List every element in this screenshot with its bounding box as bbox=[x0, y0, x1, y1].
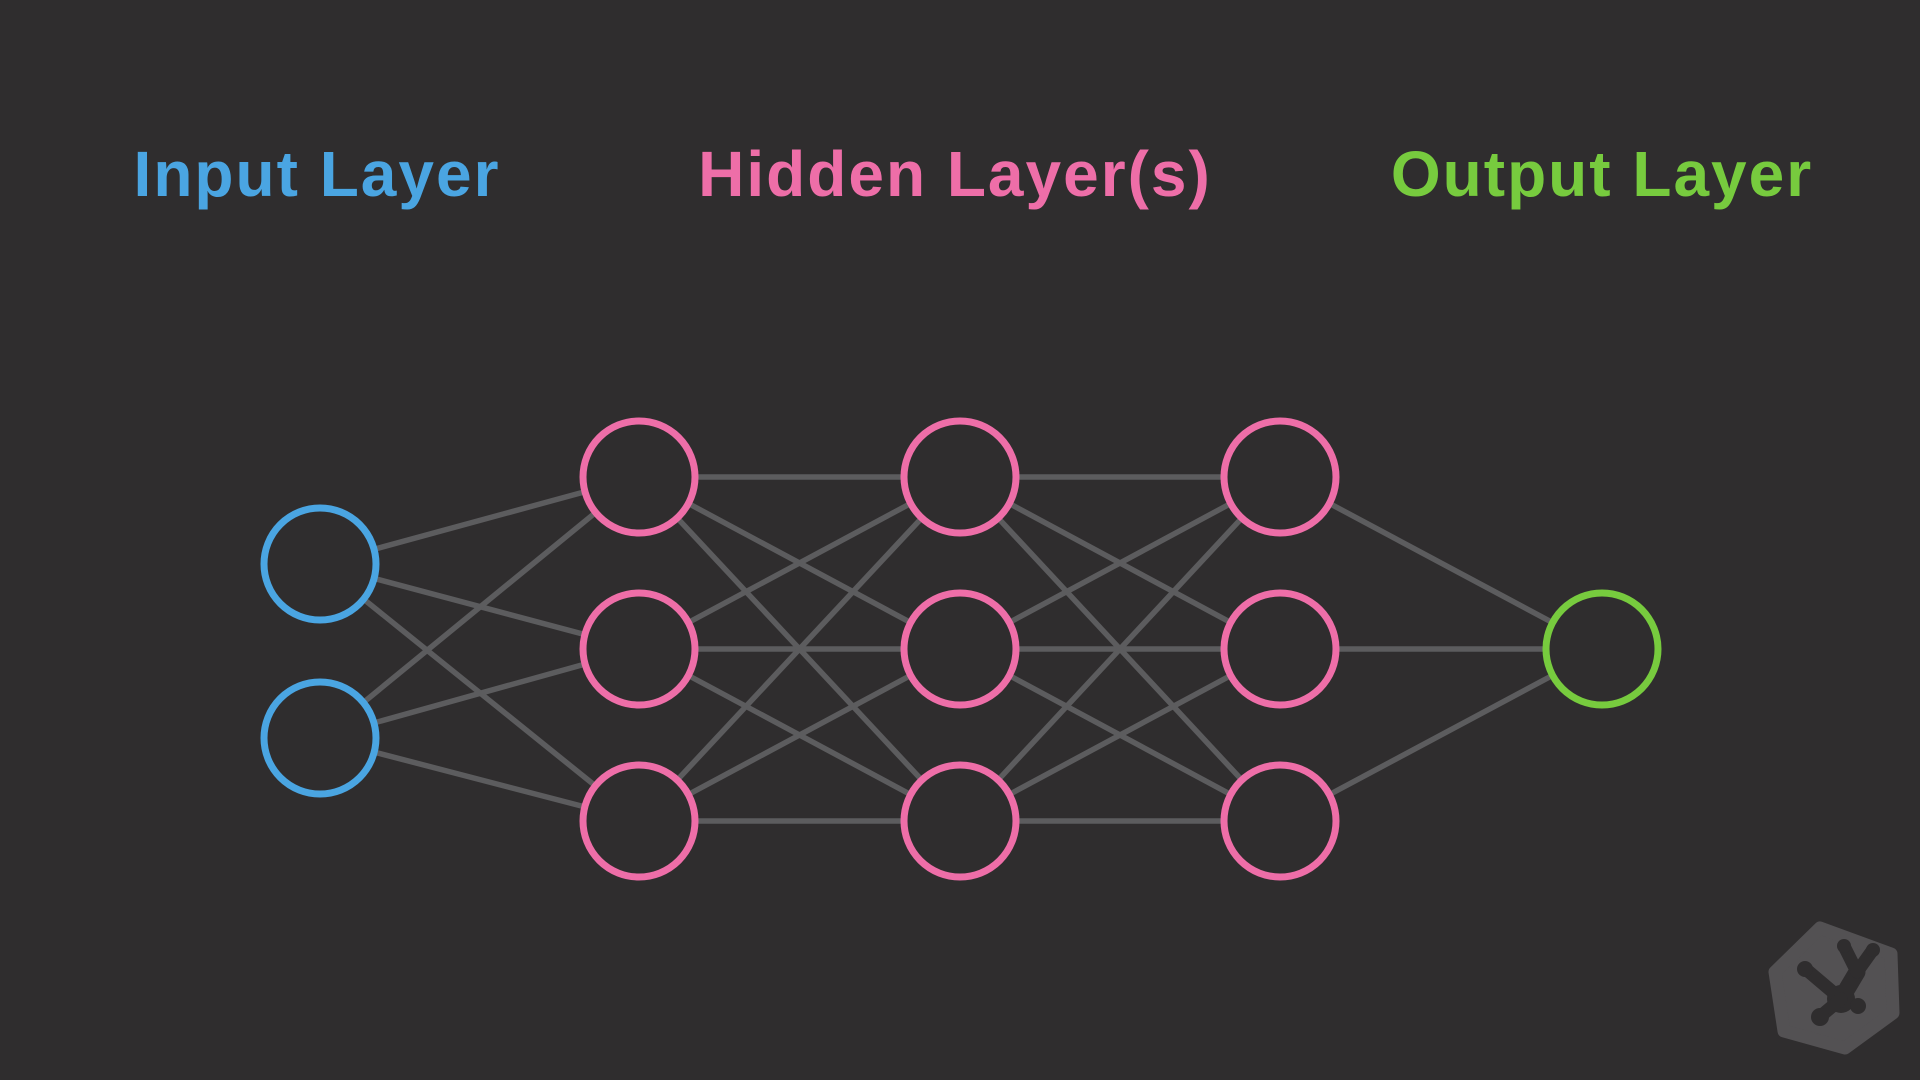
edge-line bbox=[1278, 474, 1604, 652]
hidden-3-neuron-node bbox=[1220, 417, 1340, 537]
hidden-1-neuron-node bbox=[579, 589, 699, 709]
input-neuron-node bbox=[260, 504, 380, 624]
edge-line bbox=[637, 474, 962, 652]
output-layer-label: Output Layer bbox=[1390, 138, 1814, 210]
frog-foot-icon bbox=[1797, 939, 1880, 1026]
hidden-2-neuron-node bbox=[900, 761, 1020, 881]
edge-line bbox=[957, 475, 1283, 823]
edge-line bbox=[636, 475, 963, 823]
hidden-layer-label: Hidden Layer(s) bbox=[698, 138, 1212, 210]
edge-line bbox=[318, 474, 641, 741]
output-neuron-node bbox=[1542, 589, 1662, 709]
edge-line bbox=[637, 646, 962, 824]
input-layer-label: Input Layer bbox=[133, 138, 501, 210]
input-neuron-node bbox=[260, 678, 380, 798]
hidden-2-neuron-node bbox=[900, 589, 1020, 709]
hidden-3-neuron-node bbox=[1220, 761, 1340, 881]
hidden-1-neuron-node bbox=[579, 761, 699, 881]
edge-line bbox=[1278, 646, 1604, 824]
nodes bbox=[260, 417, 1662, 881]
edge-line bbox=[958, 646, 1282, 824]
hidden-1-neuron-node bbox=[579, 417, 699, 537]
hidden-2-neuron-node bbox=[900, 417, 1020, 537]
hidden-3-neuron-node bbox=[1220, 589, 1340, 709]
edge-line bbox=[958, 474, 1282, 652]
brand-logo bbox=[1768, 921, 1900, 1055]
